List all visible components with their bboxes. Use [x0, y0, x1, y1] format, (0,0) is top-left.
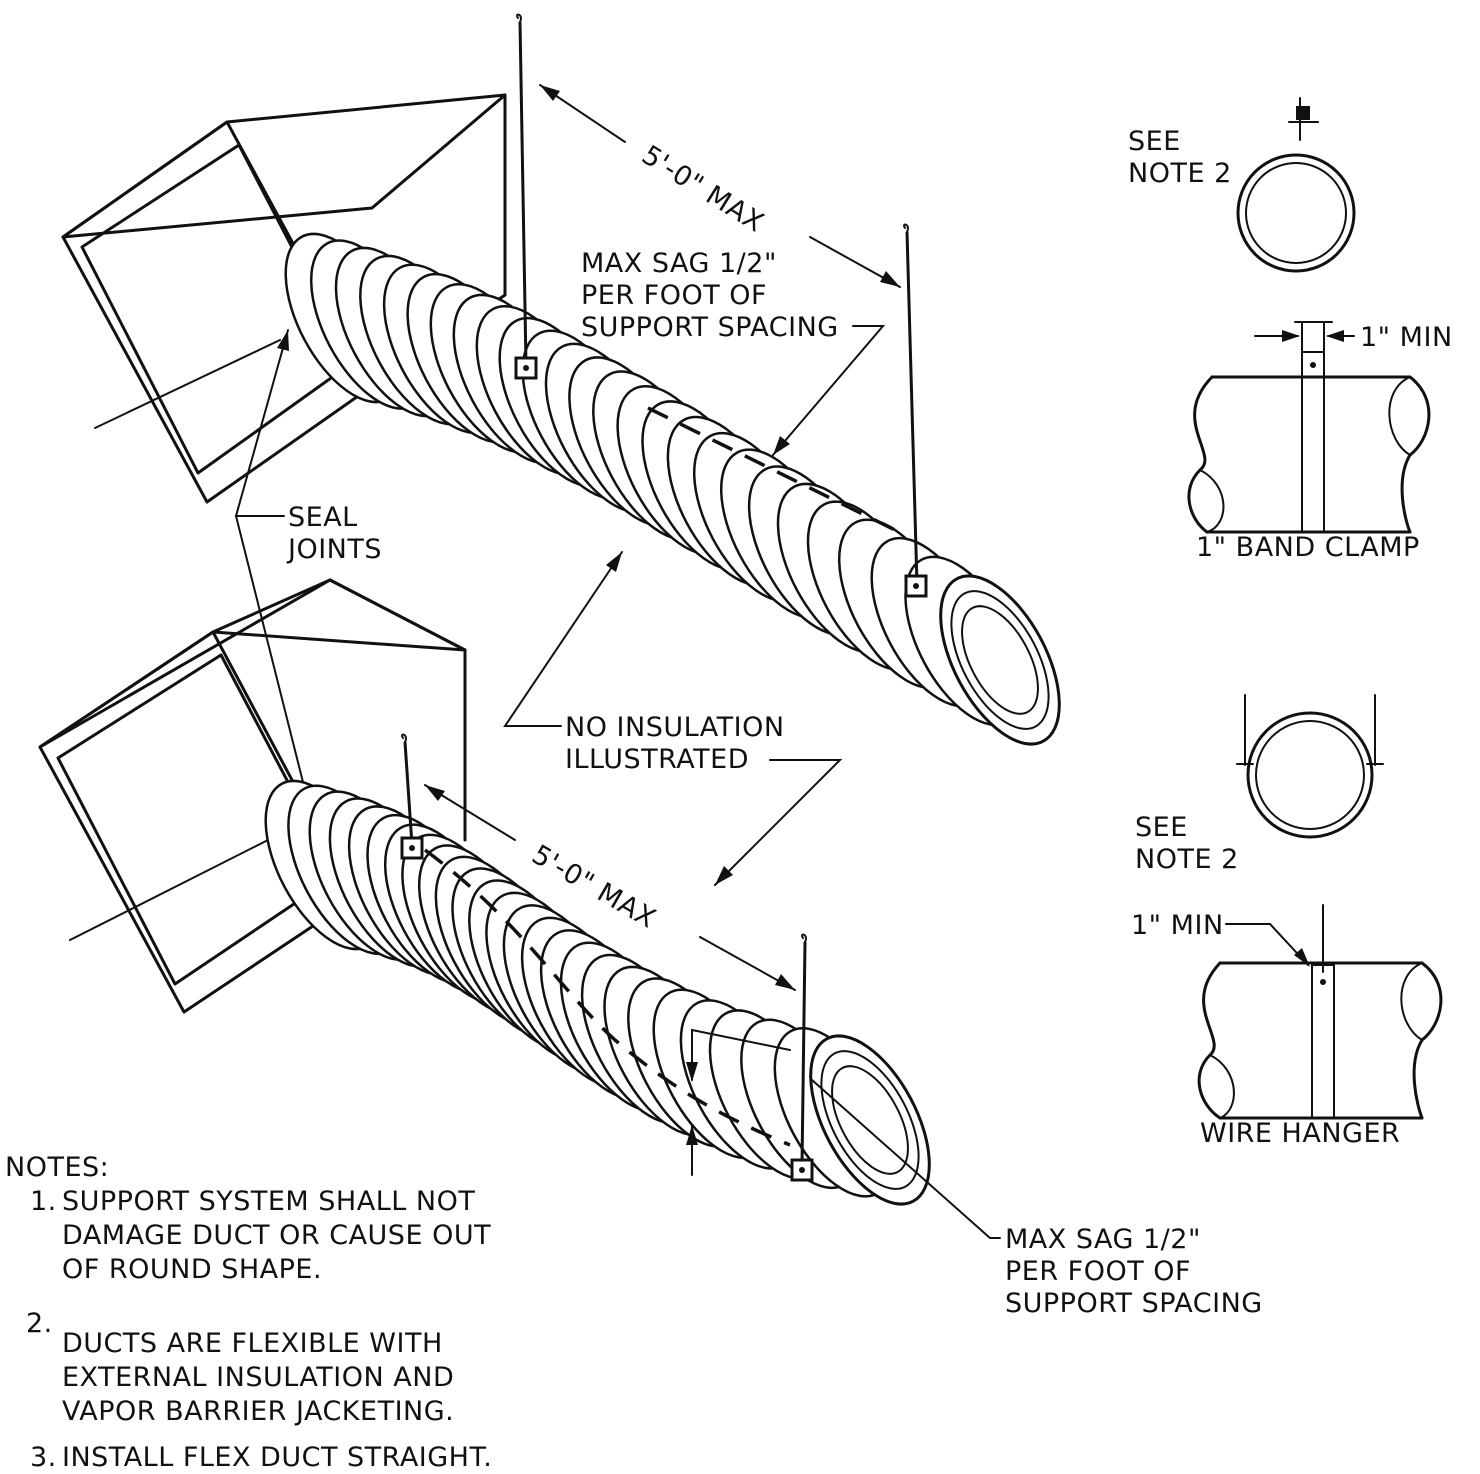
- bottom-sag-line-1: MAX SAG 1/2": [1005, 1224, 1201, 1255]
- bottom-sag-line-3: SUPPORT SPACING: [1005, 1288, 1263, 1319]
- wire-hanger-label: WIRE HANGER: [1200, 1118, 1400, 1149]
- wire-hanger-elevation: [1197, 904, 1443, 1120]
- note-1-line-2: DAMAGE DUCT OR CAUSE OUT: [62, 1220, 491, 1251]
- note-1-line-1: SUPPORT SYSTEM SHALL NOT: [62, 1186, 475, 1217]
- no-insulation-line-2: ILLUSTRATED: [565, 744, 749, 775]
- top-hanger-right: [903, 223, 928, 598]
- note-2-line-3: VAPOR BARRIER JACKETING.: [62, 1396, 454, 1427]
- bottom-sag-line-2: PER FOOT OF: [1005, 1256, 1191, 1287]
- note-1-number: 1.: [30, 1186, 57, 1217]
- bottom-hanger-left: [400, 733, 424, 860]
- duct-end-ring: [950, 590, 1050, 730]
- top-hanger-left: [514, 13, 538, 380]
- see-note-top-line-1: SEE: [1128, 126, 1181, 157]
- note-3-line-1: INSTALL FLEX DUCT STRAIGHT.: [62, 1442, 492, 1473]
- top-sag-line-3: SUPPORT SPACING: [581, 312, 839, 343]
- top-dimension-label: 5'-0" MAX: [636, 140, 769, 239]
- duct-end-ring: [831, 1065, 909, 1175]
- note-1-line-3: OF ROUND SHAPE.: [62, 1254, 322, 1285]
- duct-end-ring: [820, 1050, 920, 1190]
- bottom-dimension-leader: [424, 784, 796, 991]
- duct-ring: [939, 574, 1061, 746]
- seal-joints-line-1: SEAL: [288, 502, 358, 533]
- bottom-hanger-right: [790, 933, 814, 1182]
- duct-ring: [809, 1034, 931, 1206]
- note-2-line-1: DUCTS ARE FLEXIBLE WITH: [62, 1328, 443, 1359]
- see-note-bottom-line-2: NOTE 2: [1135, 844, 1239, 875]
- band-clamp-section-view: [1236, 97, 1356, 273]
- no-insulation-leader: [503, 551, 843, 886]
- band-clamp-elevation: [1187, 321, 1431, 534]
- notes-title: NOTES:: [5, 1152, 109, 1183]
- bottom-sag-line: [423, 848, 791, 1147]
- one-inch-min-top: 1" MIN: [1360, 322, 1453, 353]
- notes-block: NOTES: 1. SUPPORT SYSTEM SHALL NOT DAMAG…: [5, 1152, 492, 1473]
- top-sag-line-1: MAX SAG 1/2": [581, 248, 777, 279]
- band-clamp-label: 1" BAND CLAMP: [1196, 532, 1420, 563]
- note-2-line-2: EXTERNAL INSULATION AND: [62, 1362, 454, 1393]
- duct-end-ring: [961, 605, 1039, 715]
- top-dimension-leader: [539, 84, 901, 288]
- bottom-sag-leader: [811, 1079, 1001, 1239]
- note-3-number: 3.: [30, 1442, 57, 1473]
- bottom-flex-duct: [264, 779, 931, 1206]
- see-note-bottom-line-1: SEE: [1135, 812, 1188, 843]
- see-note-top-line-2: NOTE 2: [1128, 158, 1232, 189]
- note-2-number: 2.: [26, 1308, 53, 1339]
- seal-joints-line-2: JOINTS: [286, 534, 382, 565]
- sag-measure-arrows: [686, 1028, 791, 1176]
- top-flex-duct: [284, 232, 1061, 746]
- top-sag-leader: [772, 325, 886, 456]
- top-sag-line: [647, 406, 896, 532]
- wire-hanger-section-view: [1236, 694, 1384, 839]
- no-insulation-line-1: NO INSULATION: [565, 712, 785, 743]
- top-sag-line-2: PER FOOT OF: [581, 280, 767, 311]
- one-inch-min-bottom: 1" MIN: [1131, 910, 1224, 941]
